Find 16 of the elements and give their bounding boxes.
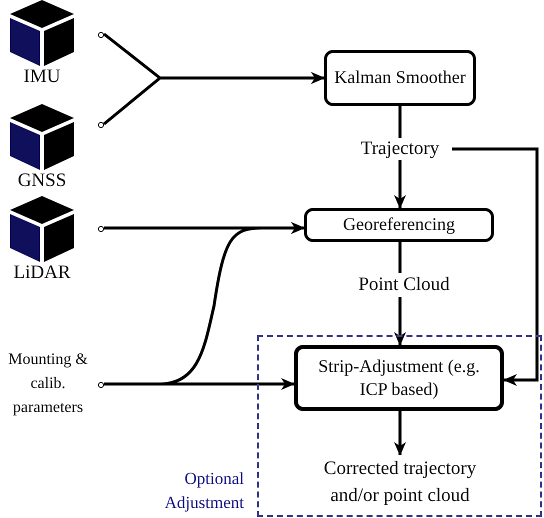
node-label: Point Cloud <box>358 272 450 297</box>
arrow <box>394 411 406 456</box>
arrow <box>452 148 538 386</box>
sensor-label: IMU <box>22 66 62 89</box>
input-label: Mounting & calib. parameters <box>7 350 89 418</box>
node-label: Trajectory <box>360 136 440 161</box>
arrow <box>104 378 295 390</box>
node-label: Corrected trajectory and/or point cloud <box>322 457 478 508</box>
sensor-label: GNSS <box>16 170 68 193</box>
group-heading: Optional Adjustment <box>164 468 244 514</box>
process-box: Strip-Adjustment (e.g. ICP based) <box>294 345 504 411</box>
arrow <box>394 297 406 346</box>
process-box: Georeferencing <box>304 208 494 242</box>
sensor-label: LiDAR <box>12 262 72 285</box>
process-box: Kalman Smoother <box>324 50 476 106</box>
arrow <box>394 160 406 209</box>
